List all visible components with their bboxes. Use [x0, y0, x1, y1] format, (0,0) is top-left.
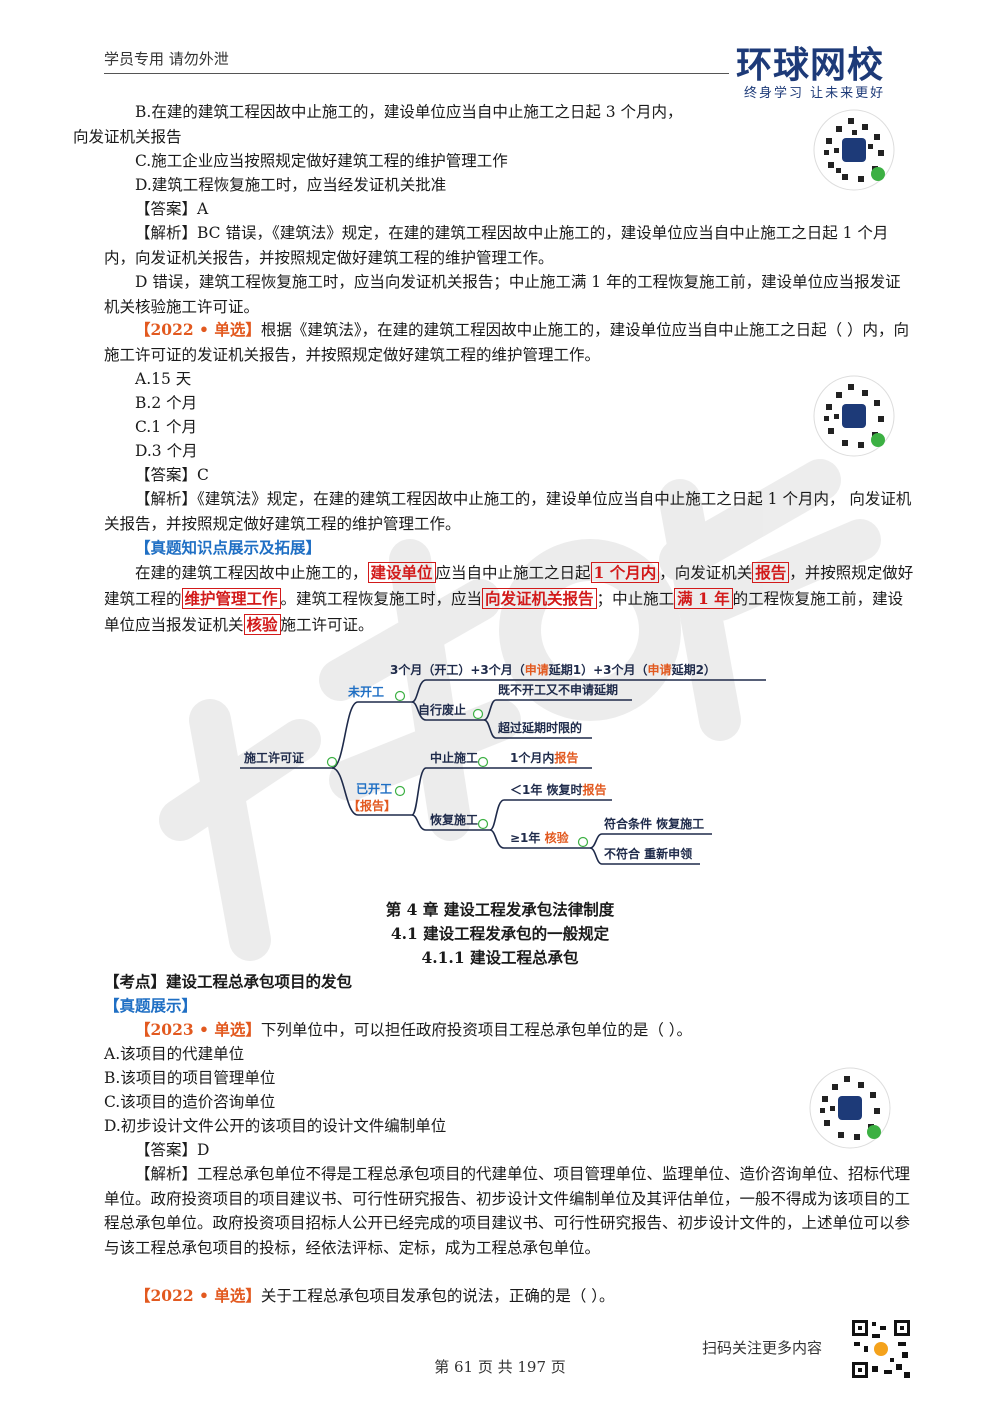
q3-explanation: 【解析】工程总承包单位不得是工程总承包项目的代建单位、项目管理单位、监理单位、造…	[104, 1165, 911, 1257]
question-2022-b: 【2022 • 单选】关于工程总承包项目发承包的说法，正确的是（ ）。	[135, 1286, 615, 1305]
mm-root: 施工许可证	[244, 750, 304, 765]
mm-qualified: 符合条件 恢复施工	[604, 816, 704, 831]
mm-not-started: 未开工	[347, 684, 384, 699]
q3-option-a: A.该项目的代建单位	[104, 1045, 245, 1063]
option-b: B.在建的建筑工程因故中止施工的，建设单位应当自中止施工之日起 3 个月内，向发…	[73, 103, 683, 146]
kaodian: 【考点】建设工程总承包项目的发包	[104, 972, 353, 991]
q3-option-d: D.初步设计文件公开的该项目的设计文件编制单位	[104, 1117, 447, 1135]
mm-void-2: 超过延期时限的	[497, 720, 582, 735]
permit-mindmap: 施工许可证 未开工 3个月（开工）+3个月（申请延期1）+3个月（申请延期2） …	[240, 662, 766, 865]
zhenti: 【真题展示】	[104, 996, 198, 1015]
mm-void-1: 既不开工又不申请延期	[498, 682, 618, 697]
mm-started: 已开工	[356, 782, 392, 796]
chapter-title: 第 4 章 建设工程发承包法律制度	[385, 900, 615, 919]
mm-resume: 恢复施工	[430, 812, 478, 827]
q2-option-c: C.1 个月	[135, 418, 198, 436]
footer-scan-note: 扫码关注更多内容	[702, 1339, 823, 1357]
explanation: 【解析】BC 错误，《建筑法》规定，在建的建筑工程因故中止施工的，建设单位应当自…	[104, 224, 889, 267]
brand-logo: 环球网校	[736, 45, 885, 86]
section-title: 4.1 建设工程发承包的一般规定	[390, 924, 610, 943]
question-2023: 【2023 • 单选】下列单位中，可以担任政府投资项目工程总承包单位的是（ ）。	[135, 1020, 693, 1039]
explanation-d: D 错误，建筑工程恢复施工时，应当向发证机关报告；中止施工满 1 年的工程恢复施…	[104, 273, 901, 316]
mm-void: 自行废止	[418, 702, 466, 717]
knowledge-title: 【真题知识点展示及拓展】	[135, 538, 322, 557]
wechat-qr-icon	[850, 1318, 912, 1380]
mm-resume-ge1: ≥1年 核验	[510, 830, 570, 845]
question-2022: 【2022 • 单选】根据《建筑法》，在建的建筑工程因故中止施工的，建设单位应当…	[104, 320, 910, 364]
header-note: 学员专用 请勿外泄	[104, 50, 229, 68]
q3-option-c: C.该项目的造价咨询单位	[104, 1093, 276, 1111]
mini-program-qr-icon	[809, 1067, 891, 1149]
mm-resume-lt1: ＜1年 恢复时报告	[510, 782, 607, 797]
header-rule	[104, 73, 729, 74]
q2-answer: 【答案】C	[135, 466, 209, 484]
mini-program-qr-icon	[813, 109, 895, 191]
q2-option-b: B.2 个月	[135, 394, 198, 412]
subsection-title: 4.1.1 建设工程总承包	[421, 948, 579, 967]
q2-option-d: D.3 个月	[135, 442, 198, 460]
mm-unqualified: 不符合 重新申领	[604, 846, 692, 861]
q3-option-b: B.该项目的项目管理单位	[104, 1069, 276, 1087]
mm-extension-rule: 3个月（开工）+3个月（申请延期1）+3个月（申请延期2）	[390, 662, 716, 677]
option-c: C.施工企业应当按照规定做好建筑工程的维护管理工作	[135, 152, 508, 170]
q2-explanation: 【解析】《建筑法》规定，在建的建筑工程因故中止施工的，建设单位应当自中止施工之日…	[104, 490, 912, 533]
brand-slogan: 终身学习 让未来更好	[744, 86, 886, 101]
mm-suspend-rule: 1个月内报告	[510, 750, 578, 765]
mini-program-qr-icon	[813, 375, 895, 457]
option-d: D.建筑工程恢复施工时，应当经发证机关批准	[135, 176, 447, 194]
mm-suspend: 中止施工	[430, 750, 478, 765]
answer: 【答案】A	[135, 200, 209, 218]
page-number: 第 61 页 共 197 页	[434, 1358, 566, 1376]
mm-report-note: 【报告】	[348, 798, 396, 813]
q2-option-a: A.15 天	[135, 370, 192, 388]
q3-answer: 【答案】D	[135, 1141, 210, 1159]
